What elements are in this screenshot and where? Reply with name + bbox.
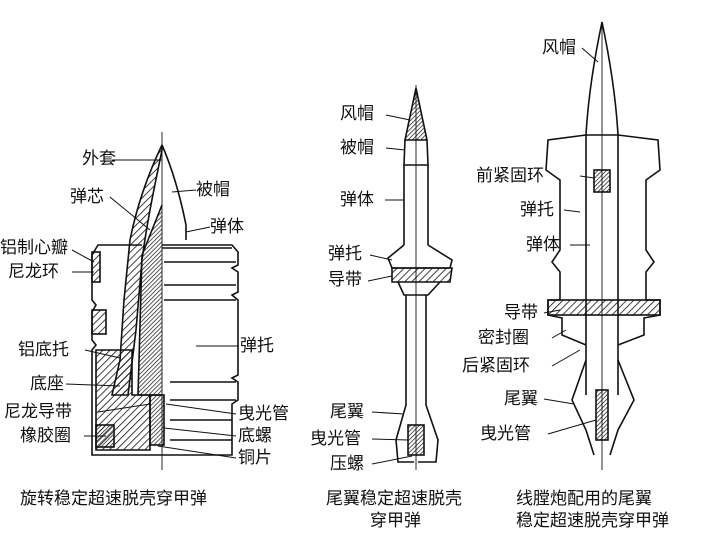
right-projectile-drawing <box>545 21 661 470</box>
right-sabot-left <box>545 134 587 346</box>
label-right-front-ring: 前紧固环 <box>476 166 544 186</box>
label-left-tracer: 曳光管 <box>238 404 289 424</box>
right-windshield <box>585 21 619 136</box>
middle-rod-lower <box>405 295 427 405</box>
right-front-ring <box>593 169 611 193</box>
right-fins <box>571 359 635 456</box>
middle-band <box>391 267 453 283</box>
label-left-sabot: 弹托 <box>240 336 274 356</box>
label-left-cap: 被帽 <box>196 180 230 200</box>
label-right-rear-ring: 后紧固环 <box>462 356 530 376</box>
label-right-body: 弹体 <box>526 235 560 255</box>
label-mid-windshield: 风帽 <box>340 104 374 124</box>
label-left-rubber-ring: 橡胶圈 <box>20 426 71 446</box>
label-mid-screw: 压螺 <box>330 454 364 474</box>
left-cap-outline <box>161 144 187 226</box>
label-left-base-screw: 底螺 <box>238 426 272 446</box>
label-mid-body: 弹体 <box>340 190 374 210</box>
middle-projectile-drawing <box>387 85 453 470</box>
label-left-nylon-band: 尼龙导带 <box>4 402 72 422</box>
middle-fins <box>395 404 439 463</box>
middle-rod-upper <box>403 165 429 245</box>
right-band <box>547 299 661 316</box>
label-left-outer-sleeve: 外套 <box>82 149 116 169</box>
leader-lines <box>65 47 599 465</box>
label-left-al-petal: 铝制心瓣 <box>0 238 68 258</box>
label-mid-sabot: 弹托 <box>328 244 362 264</box>
label-mid-cap: 被帽 <box>340 138 374 158</box>
middle-sabot-top <box>387 244 453 269</box>
label-left-nylon-ring: 尼龙环 <box>8 262 59 282</box>
caption-middle-line2: 穿甲弹 <box>370 511 421 531</box>
label-right-seal: 密封圈 <box>478 328 529 348</box>
label-right-sabot: 弹托 <box>520 200 554 220</box>
label-left-core: 弹芯 <box>70 187 104 207</box>
right-sabot-right <box>617 134 661 346</box>
caption-right-line1: 线膛炮配用的尾翼 <box>516 489 652 509</box>
right-tracer <box>595 389 609 441</box>
caption-middle-line1: 尾翼稳定超速脱壳 <box>326 489 462 509</box>
label-mid-tracer: 曳光管 <box>310 429 361 449</box>
left-al-petal-block <box>91 251 101 283</box>
label-left-base-seat: 底座 <box>30 374 64 394</box>
label-right-tracer: 曳光管 <box>480 424 531 444</box>
middle-cap <box>403 139 429 166</box>
left-tracer <box>149 394 165 446</box>
label-right-fin: 尾翼 <box>504 389 538 409</box>
label-left-body: 弹体 <box>210 217 244 237</box>
label-right-band: 导带 <box>504 303 538 323</box>
middle-sabot-bottom <box>397 281 441 296</box>
label-right-windshield: 风帽 <box>542 38 576 58</box>
middle-windshield <box>404 87 428 141</box>
label-mid-band: 导带 <box>328 270 362 290</box>
left-sabot-body <box>162 244 239 456</box>
label-left-copper: 铜片 <box>238 448 272 468</box>
label-left-al-base: 铝底托 <box>18 340 69 360</box>
left-nylon-ring-block <box>91 309 107 335</box>
middle-tracer <box>407 424 425 456</box>
label-mid-fin: 尾翼 <box>330 402 364 422</box>
caption-right-line2: 稳定超速脱壳穿甲弹 <box>516 511 669 531</box>
caption-left: 旋转稳定超速脱壳穿甲弹 <box>20 489 207 509</box>
